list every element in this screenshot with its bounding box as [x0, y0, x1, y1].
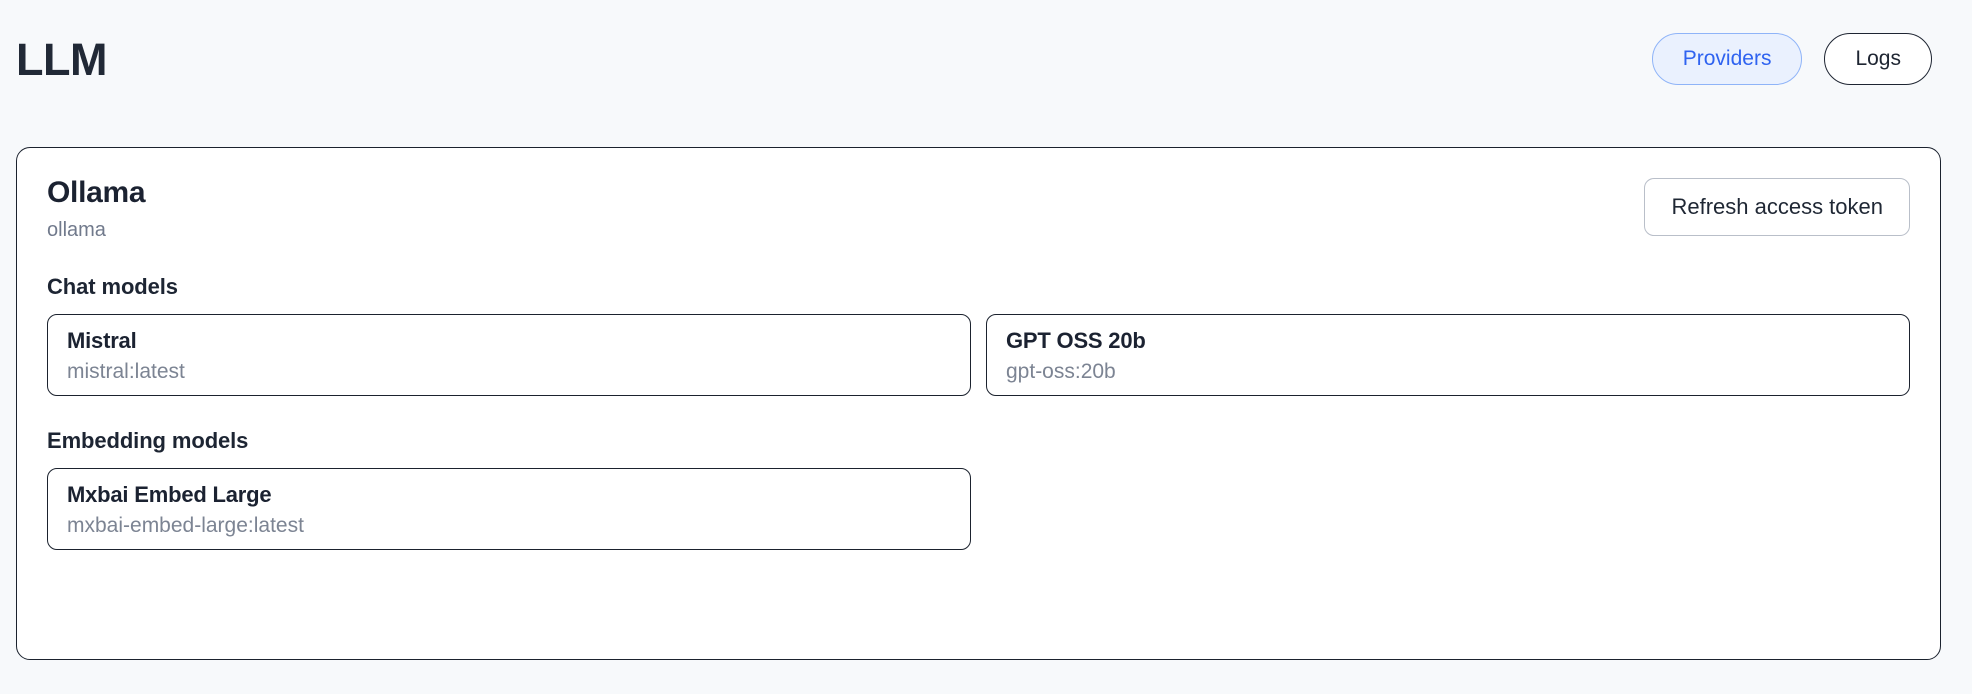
model-id: mxbai-embed-large:latest	[67, 513, 304, 537]
model-name: Mistral	[67, 327, 137, 353]
main-nav: Providers Logs	[1651, 33, 1932, 85]
chat-models-grid: Mistral mistral:latest GPT OSS 20b gpt-o…	[47, 313, 1910, 396]
embedding-models-grid: Mxbai Embed Large mxbai-embed-large:late…	[47, 467, 1910, 550]
app-title: LLM	[16, 33, 107, 85]
model-card[interactable]: Mxbai Embed Large mxbai-embed-large:late…	[47, 467, 971, 550]
model-id: gpt-oss:20b	[1006, 359, 1116, 383]
section-label-chat-models: Chat models	[47, 273, 178, 299]
model-card[interactable]: GPT OSS 20b gpt-oss:20b	[986, 313, 1910, 396]
model-card[interactable]: Mistral mistral:latest	[47, 313, 971, 396]
provider-slug: ollama	[47, 218, 106, 241]
provider-name: Ollama	[47, 176, 146, 209]
section-label-embedding-models: Embedding models	[47, 427, 249, 453]
refresh-access-token-button[interactable]: Refresh access token	[1644, 178, 1910, 236]
provider-card: Ollama ollama Refresh access token Chat …	[16, 147, 1941, 660]
provider-header: Ollama ollama Refresh access token	[47, 176, 1910, 242]
top-bar: LLM Providers Logs	[0, 0, 1972, 118]
model-name: Mxbai Embed Large	[67, 481, 272, 507]
model-name: GPT OSS 20b	[1006, 327, 1146, 353]
nav-tab-logs[interactable]: Logs	[1824, 33, 1932, 85]
nav-tab-providers[interactable]: Providers	[1651, 33, 1803, 85]
model-id: mistral:latest	[67, 359, 185, 383]
provider-identity: Ollama ollama	[47, 176, 146, 242]
